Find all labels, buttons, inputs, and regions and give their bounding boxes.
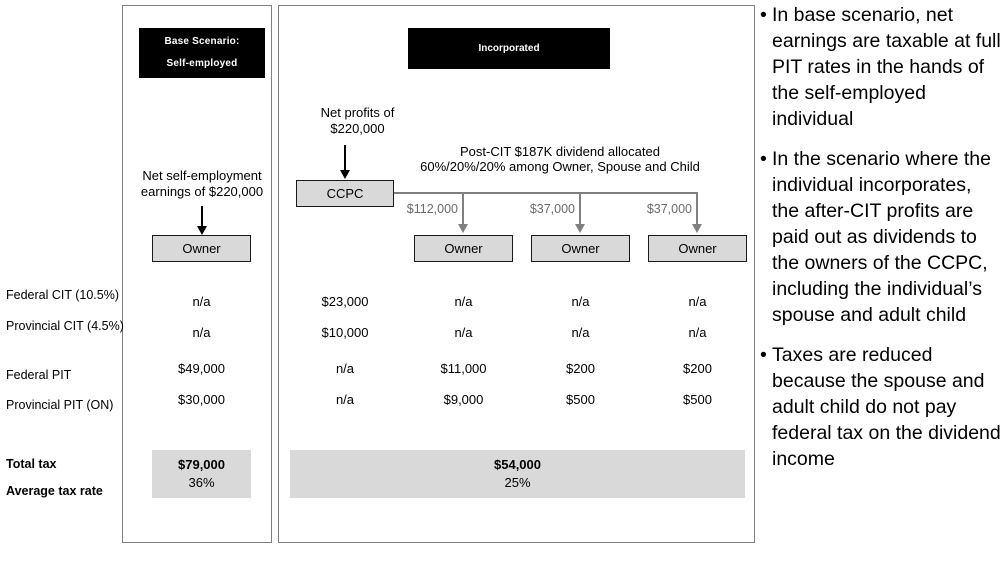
summary-box-base-scenario: $79,000 36% <box>152 450 251 498</box>
entity-label: CCPC <box>326 186 364 201</box>
cell-owner-3-provincial-pit: $500 <box>683 392 712 407</box>
row-label-provincial-pit: Provincial PIT (ON) <box>6 398 114 412</box>
banner-incorporated: Incorporated <box>408 28 610 69</box>
arrow-head <box>196 226 207 235</box>
cell-ccpc-federal-cit: $23,000 <box>321 294 369 309</box>
notes-list: • In base scenario, net earnings are tax… <box>760 2 1003 486</box>
entity-box-ccpc[interactable]: CCPC <box>296 180 394 207</box>
cell-ccpc-provincial-cit: $10,000 <box>321 325 369 340</box>
summary-average-rate-base: 36% <box>188 475 215 490</box>
cell-owner-1-federal-pit: $11,000 <box>440 361 487 376</box>
bullet-icon: • <box>760 148 767 170</box>
list-item: • Taxes are reduced because the spouse a… <box>760 342 1003 472</box>
bullet-icon: • <box>760 4 767 26</box>
connector-drop-owner-3 <box>696 192 698 226</box>
banner-base-scenario: Base Scenario: Self-employed <box>139 28 265 78</box>
list-item: • In base scenario, net earnings are tax… <box>760 2 1003 132</box>
entity-label: Owner <box>678 241 717 256</box>
arrow-head <box>339 170 350 179</box>
cell-owner-2-provincial-cit: n/a <box>571 325 590 340</box>
connector-horizontal-bus <box>394 192 697 194</box>
cell-owner-3-provincial-cit: n/a <box>688 325 707 340</box>
cell-base-provincial-pit: $30,000 <box>178 392 225 407</box>
arrow-head-owner-3 <box>691 224 702 233</box>
cell-owner-1-federal-cit: n/a <box>454 294 473 309</box>
cell-owner-3-federal-pit: $200 <box>683 361 712 376</box>
entity-box-owner-3[interactable]: Owner <box>648 235 747 262</box>
row-label-total-tax: Total tax <box>6 457 57 471</box>
entity-label: Owner <box>444 241 483 256</box>
cell-owner-2-federal-cit: n/a <box>571 294 590 309</box>
banner-incorporated-label: Incorporated <box>478 43 540 54</box>
cell-ccpc-provincial-pit: n/a <box>335 392 355 407</box>
note-text-3: Taxes are reduced because the spouse and… <box>772 344 1001 470</box>
connector-drop-owner-2 <box>579 192 581 226</box>
dividend-amount-owner-2: $37,000 <box>529 202 575 216</box>
bullet-icon: • <box>760 344 767 366</box>
connector-drop-owner-1 <box>462 192 464 226</box>
summary-box-incorporated: $54,000 25% <box>290 450 745 498</box>
dividend-amount-owner-3: $37,000 <box>646 202 692 216</box>
arrow-head-owner-2 <box>574 224 585 233</box>
label-dividend-allocation-note: Post-CIT $187K dividend allocated 60%/20… <box>420 144 700 174</box>
arrow-shaft <box>344 145 346 171</box>
entity-box-owner-1[interactable]: Owner <box>414 235 513 262</box>
cell-owner-2-federal-pit: $200 <box>566 361 595 376</box>
label-self-employment-inflow: Net self-employment earnings of $220,000 <box>140 168 264 199</box>
cell-base-provincial-cit: n/a <box>192 325 211 340</box>
row-label-average-tax-rate: Average tax rate <box>6 484 103 498</box>
banner-base-line1: Base Scenario: <box>164 36 240 47</box>
arrow-head-owner-1 <box>457 224 468 233</box>
cell-owner-2-provincial-pit: $500 <box>566 392 595 407</box>
label-net-profits-inflow: Net profits of $220,000 <box>320 105 395 136</box>
entity-label: Owner <box>182 241 221 256</box>
arrow-shaft <box>201 206 203 227</box>
summary-average-rate-incorporated: 25% <box>504 475 531 490</box>
cell-base-federal-pit: $49,000 <box>178 361 225 376</box>
list-item: • In the scenario where the individual i… <box>760 146 1003 328</box>
row-label-provincial-cit: Provincial CIT (4.5%) <box>6 319 124 333</box>
row-label-federal-cit: Federal CIT (10.5%) <box>6 288 120 302</box>
summary-total-tax-incorporated: $54,000 <box>494 457 541 472</box>
dividend-amount-owner-1: $112,000 <box>406 202 458 216</box>
cell-ccpc-federal-pit: n/a <box>335 361 355 376</box>
summary-total-tax-base: $79,000 <box>178 457 225 472</box>
note-text-2: In the scenario where the individual inc… <box>772 148 991 326</box>
cell-owner-1-provincial-cit: n/a <box>454 325 473 340</box>
entity-label: Owner <box>561 241 600 256</box>
entity-box-owner-base[interactable]: Owner <box>152 235 251 262</box>
cell-owner-3-federal-cit: n/a <box>688 294 707 309</box>
note-text-1: In base scenario, net earnings are taxab… <box>772 4 1001 130</box>
banner-base-line2: Self-employed <box>166 58 238 69</box>
entity-box-owner-2[interactable]: Owner <box>531 235 630 262</box>
cell-owner-1-provincial-pit: $9,000 <box>443 392 484 407</box>
cell-base-federal-cit: n/a <box>192 294 211 309</box>
row-label-federal-pit: Federal PIT <box>6 368 72 382</box>
